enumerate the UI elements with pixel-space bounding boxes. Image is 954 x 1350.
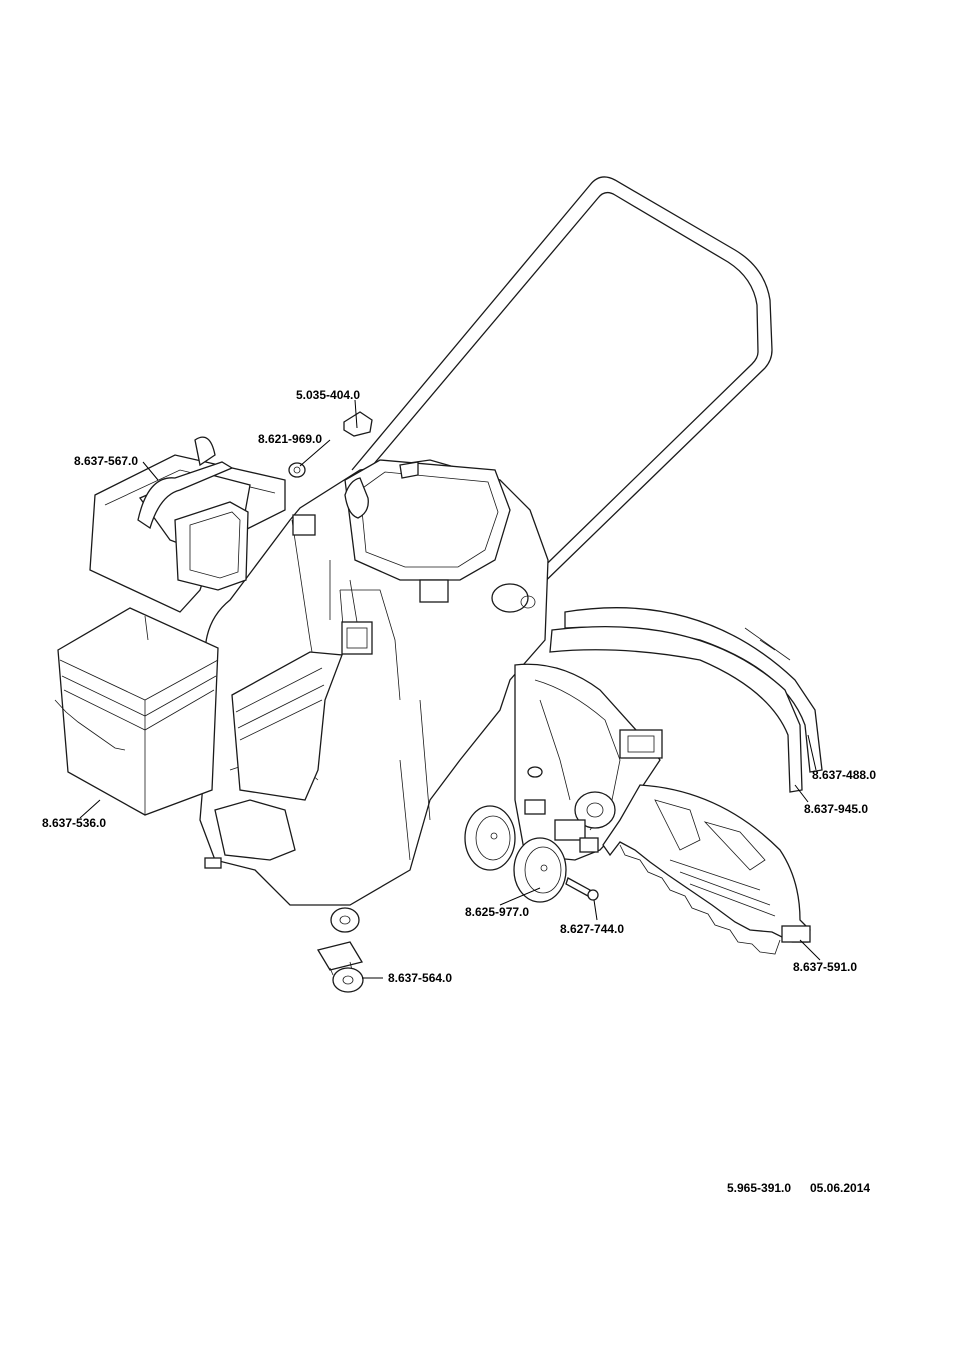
wheels-part: [464, 805, 567, 903]
part-label-5-035-404-0: 5.035-404.0: [296, 388, 361, 402]
part-label-8-637-591-0: 8.637-591.0: [793, 960, 858, 974]
leader-lines: [79, 399, 821, 979]
part-label-8-637-945-0: 8.637-945.0: [804, 802, 869, 816]
knob-part: [343, 411, 373, 437]
top-tray-part: [89, 436, 286, 613]
part-label-8-637-488-0: 8.637-488.0: [812, 768, 877, 782]
footer-date: 05.06.2014: [810, 1181, 871, 1195]
part-label-8-627-744-0: 8.627-744.0: [560, 922, 625, 936]
part-label-8-637-564-0: 8.637-564.0: [388, 971, 453, 985]
part-label-8-637-567-0: 8.637-567.0: [74, 454, 139, 468]
part-label-8-625-977-0: 8.625-977.0: [465, 905, 530, 919]
pad-driver-part: [602, 784, 811, 955]
push-handle: [351, 176, 773, 599]
front-caster: [204, 857, 360, 933]
part-label-8-621-969-0: 8.621-969.0: [258, 432, 323, 446]
inner-bucket: [231, 651, 343, 801]
squeegee-blades-part: [549, 607, 823, 793]
plug-part: [288, 462, 306, 478]
footer-doc-number: 5.965-391.0: [727, 1181, 792, 1195]
axle-part: [565, 877, 599, 901]
bucket-part: [54, 607, 219, 816]
part-label-8-637-536-0: 8.637-536.0: [42, 816, 107, 830]
base-deck: [514, 663, 663, 861]
caster-wheel-part: [316, 941, 364, 993]
